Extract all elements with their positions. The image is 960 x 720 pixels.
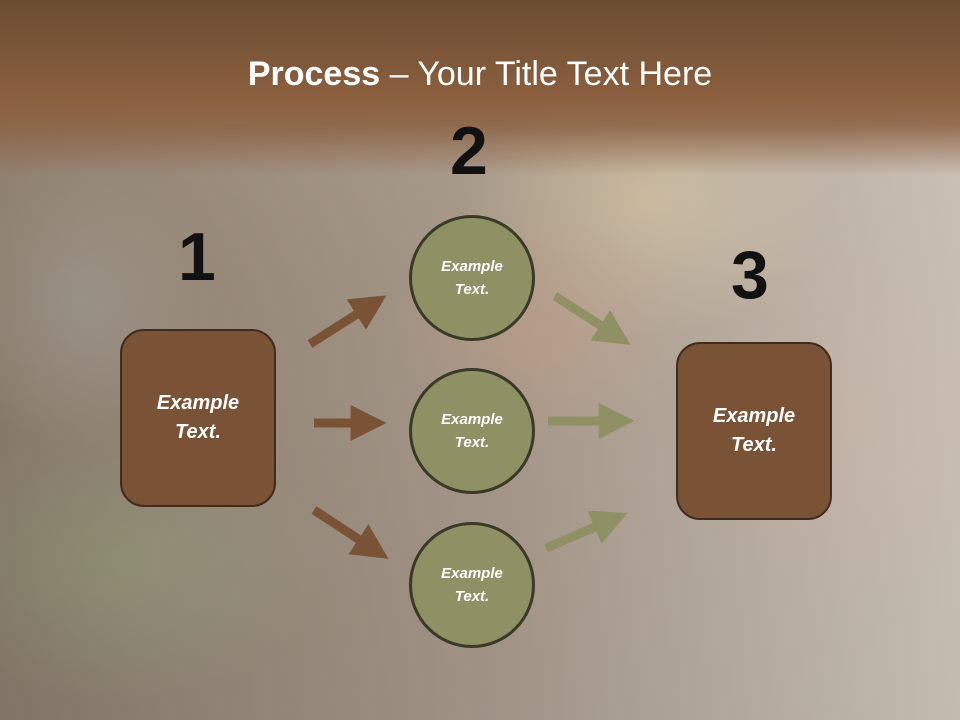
step-number-1: 1 (178, 219, 216, 295)
header-band (0, 0, 960, 175)
arrow-from-circle-bottom (544, 510, 628, 553)
arrow-from-circle-top (552, 292, 631, 345)
circle-top-label: Example Text. (441, 258, 503, 298)
step-number-2: 2 (450, 113, 488, 189)
title-dash: – (380, 55, 418, 93)
title-bold: Process (247, 55, 381, 93)
circle-bottom[interactable]: Example Text. (409, 522, 535, 648)
slide-title[interactable]: Process – Your Title Text Here (0, 52, 960, 96)
step-box-1-label: Example Text. (156, 392, 240, 443)
circle-middle-label: Example Text. (441, 411, 503, 451)
title-rest: Your Title Text Here (417, 55, 713, 93)
step-box-3-label: Example Text. (712, 405, 796, 456)
circle-top[interactable]: Example Text. (409, 215, 535, 341)
step-number-3: 3 (731, 237, 769, 313)
step-box-3[interactable]: Example Text. (676, 342, 832, 520)
circle-middle[interactable]: Example Text. (409, 368, 535, 494)
arrow-to-circle-top (307, 295, 387, 348)
step-box-1[interactable]: Example Text. (120, 329, 276, 507)
circle-bottom-label: Example Text. (441, 565, 503, 605)
arrow-to-circle-bottom (311, 506, 389, 559)
